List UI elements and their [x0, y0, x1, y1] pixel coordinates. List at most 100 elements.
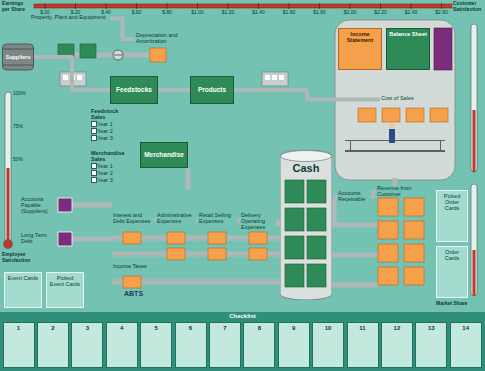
- node-title: 10: [313, 325, 343, 332]
- pipe: [186, 168, 191, 190]
- node-title: Cost of Sales: [381, 95, 429, 101]
- pipe: [332, 223, 378, 228]
- cash-square: [307, 208, 326, 231]
- tray: [272, 75, 277, 80]
- cash-tank-shape: [281, 151, 332, 162]
- node-title: Retail Selling Expenses: [199, 212, 236, 224]
- tank: [430, 108, 448, 122]
- board-label: 100%: [13, 91, 33, 97]
- asset-square: [80, 44, 96, 58]
- tray: [63, 75, 68, 80]
- scale-tick: [441, 3, 442, 9]
- thermometer: [7, 168, 10, 242]
- scale-value: $2.20: [369, 10, 393, 16]
- revenue-square: [404, 221, 424, 239]
- tray: [265, 75, 270, 80]
- checklist-band: Checklist1234567891011121314: [0, 312, 485, 371]
- scale-value: $.80: [155, 10, 179, 16]
- expense-square: [208, 248, 226, 260]
- scale-tick: [197, 3, 198, 9]
- node-title: 1: [4, 325, 34, 332]
- pipe-connector: [154, 218, 156, 222]
- revenue-square: [378, 244, 398, 262]
- board-label: Earnings per Share: [2, 1, 32, 12]
- account-label: Revenue from Customer: [376, 185, 432, 197]
- scale-tick: [411, 3, 412, 9]
- pipe-connector: [158, 88, 190, 92]
- pipe-connector: [110, 19, 135, 40]
- node-title: 4: [107, 325, 137, 332]
- tray: [77, 75, 82, 80]
- tray: [279, 75, 284, 80]
- scale-tick: [289, 3, 290, 9]
- supplier-barrel: Suppliers: [2, 42, 34, 72]
- expense-square: [249, 232, 267, 244]
- checklist-step: 4: [106, 322, 138, 368]
- pipe: [393, 178, 398, 186]
- node-title: 13: [416, 325, 446, 332]
- pipe: [332, 253, 378, 258]
- expense-square: [167, 232, 185, 244]
- node-title: 6: [176, 325, 206, 332]
- pipe: [332, 283, 378, 288]
- thermometer: [471, 24, 477, 172]
- cash-square: [307, 264, 326, 287]
- scale-tick: [228, 3, 229, 9]
- node-title: Delivery Operating Expenses: [241, 212, 275, 230]
- barrel-shape: [3, 44, 34, 70]
- account-label: Long Term Debt: [20, 232, 57, 246]
- board-label: 75%: [13, 124, 33, 130]
- pipe: [72, 203, 112, 208]
- scale-value: $2.60: [430, 10, 454, 16]
- account-label: Accounts Payable (Suppliers): [20, 196, 57, 216]
- pipe-connector: [237, 220, 240, 221]
- node-title: Interest and Debt Expenses: [113, 212, 153, 224]
- revenue-square: [404, 244, 424, 262]
- node-title: Feedstock Sales: [91, 108, 133, 120]
- barrel-hoop: [3, 49, 33, 50]
- checklist-step: 9: [278, 322, 310, 368]
- node-title: Merchandise Sales: [91, 150, 135, 162]
- checklist-step: 5: [140, 322, 172, 368]
- asset-label: Depreciation and Amortization: [135, 32, 187, 46]
- scale-tick: [258, 3, 259, 9]
- node-title: Income Taxes: [113, 263, 153, 269]
- scale-value: $.60: [125, 10, 149, 16]
- thermometer: [473, 250, 476, 296]
- tank: [382, 108, 400, 122]
- tank: [389, 129, 395, 143]
- tank: [358, 108, 376, 122]
- node-title: Balance Sheet: [389, 31, 427, 37]
- thermometer: [473, 110, 476, 172]
- checklist-step: 11: [347, 322, 379, 368]
- scale-value: $1.20: [216, 10, 240, 16]
- sales-table: Merchandise SalesYear 1Year 2Year 3: [90, 150, 136, 183]
- tank: [350, 140, 351, 150]
- thermometer: [5, 92, 11, 242]
- revenue-square: [404, 267, 424, 285]
- cash-square: [307, 180, 326, 203]
- cash-square: [285, 180, 304, 203]
- scale-value: $2.40: [399, 10, 423, 16]
- checklist-step: 6: [175, 322, 207, 368]
- account-label: Cost of Sales: [380, 95, 430, 104]
- scale-value: $1.60: [277, 10, 301, 16]
- cash-square: [285, 264, 304, 287]
- board-label: Employee Satisfaction: [2, 252, 44, 263]
- checklist-step: 10: [312, 322, 344, 368]
- scale-tick: [75, 3, 76, 9]
- node-title: Cash: [280, 162, 332, 174]
- checklist-step: 13: [415, 322, 447, 368]
- year-checkbox: Year 3: [91, 135, 133, 141]
- node-title: Long Term Debt: [21, 232, 56, 244]
- expense-label: Retail Selling Expenses: [198, 212, 237, 228]
- scale-value: $1.00: [186, 10, 210, 16]
- revenue-square: [378, 198, 398, 216]
- expense-label: Income Taxes: [112, 263, 154, 273]
- scale-tick: [136, 3, 137, 9]
- board-label: Customer Satisfaction: [453, 1, 483, 12]
- node-title: Revenue from Customer: [377, 185, 431, 197]
- inventory-box: Merchandise: [140, 142, 188, 168]
- pipe-connector: [196, 218, 198, 222]
- scale-tick: [106, 3, 107, 9]
